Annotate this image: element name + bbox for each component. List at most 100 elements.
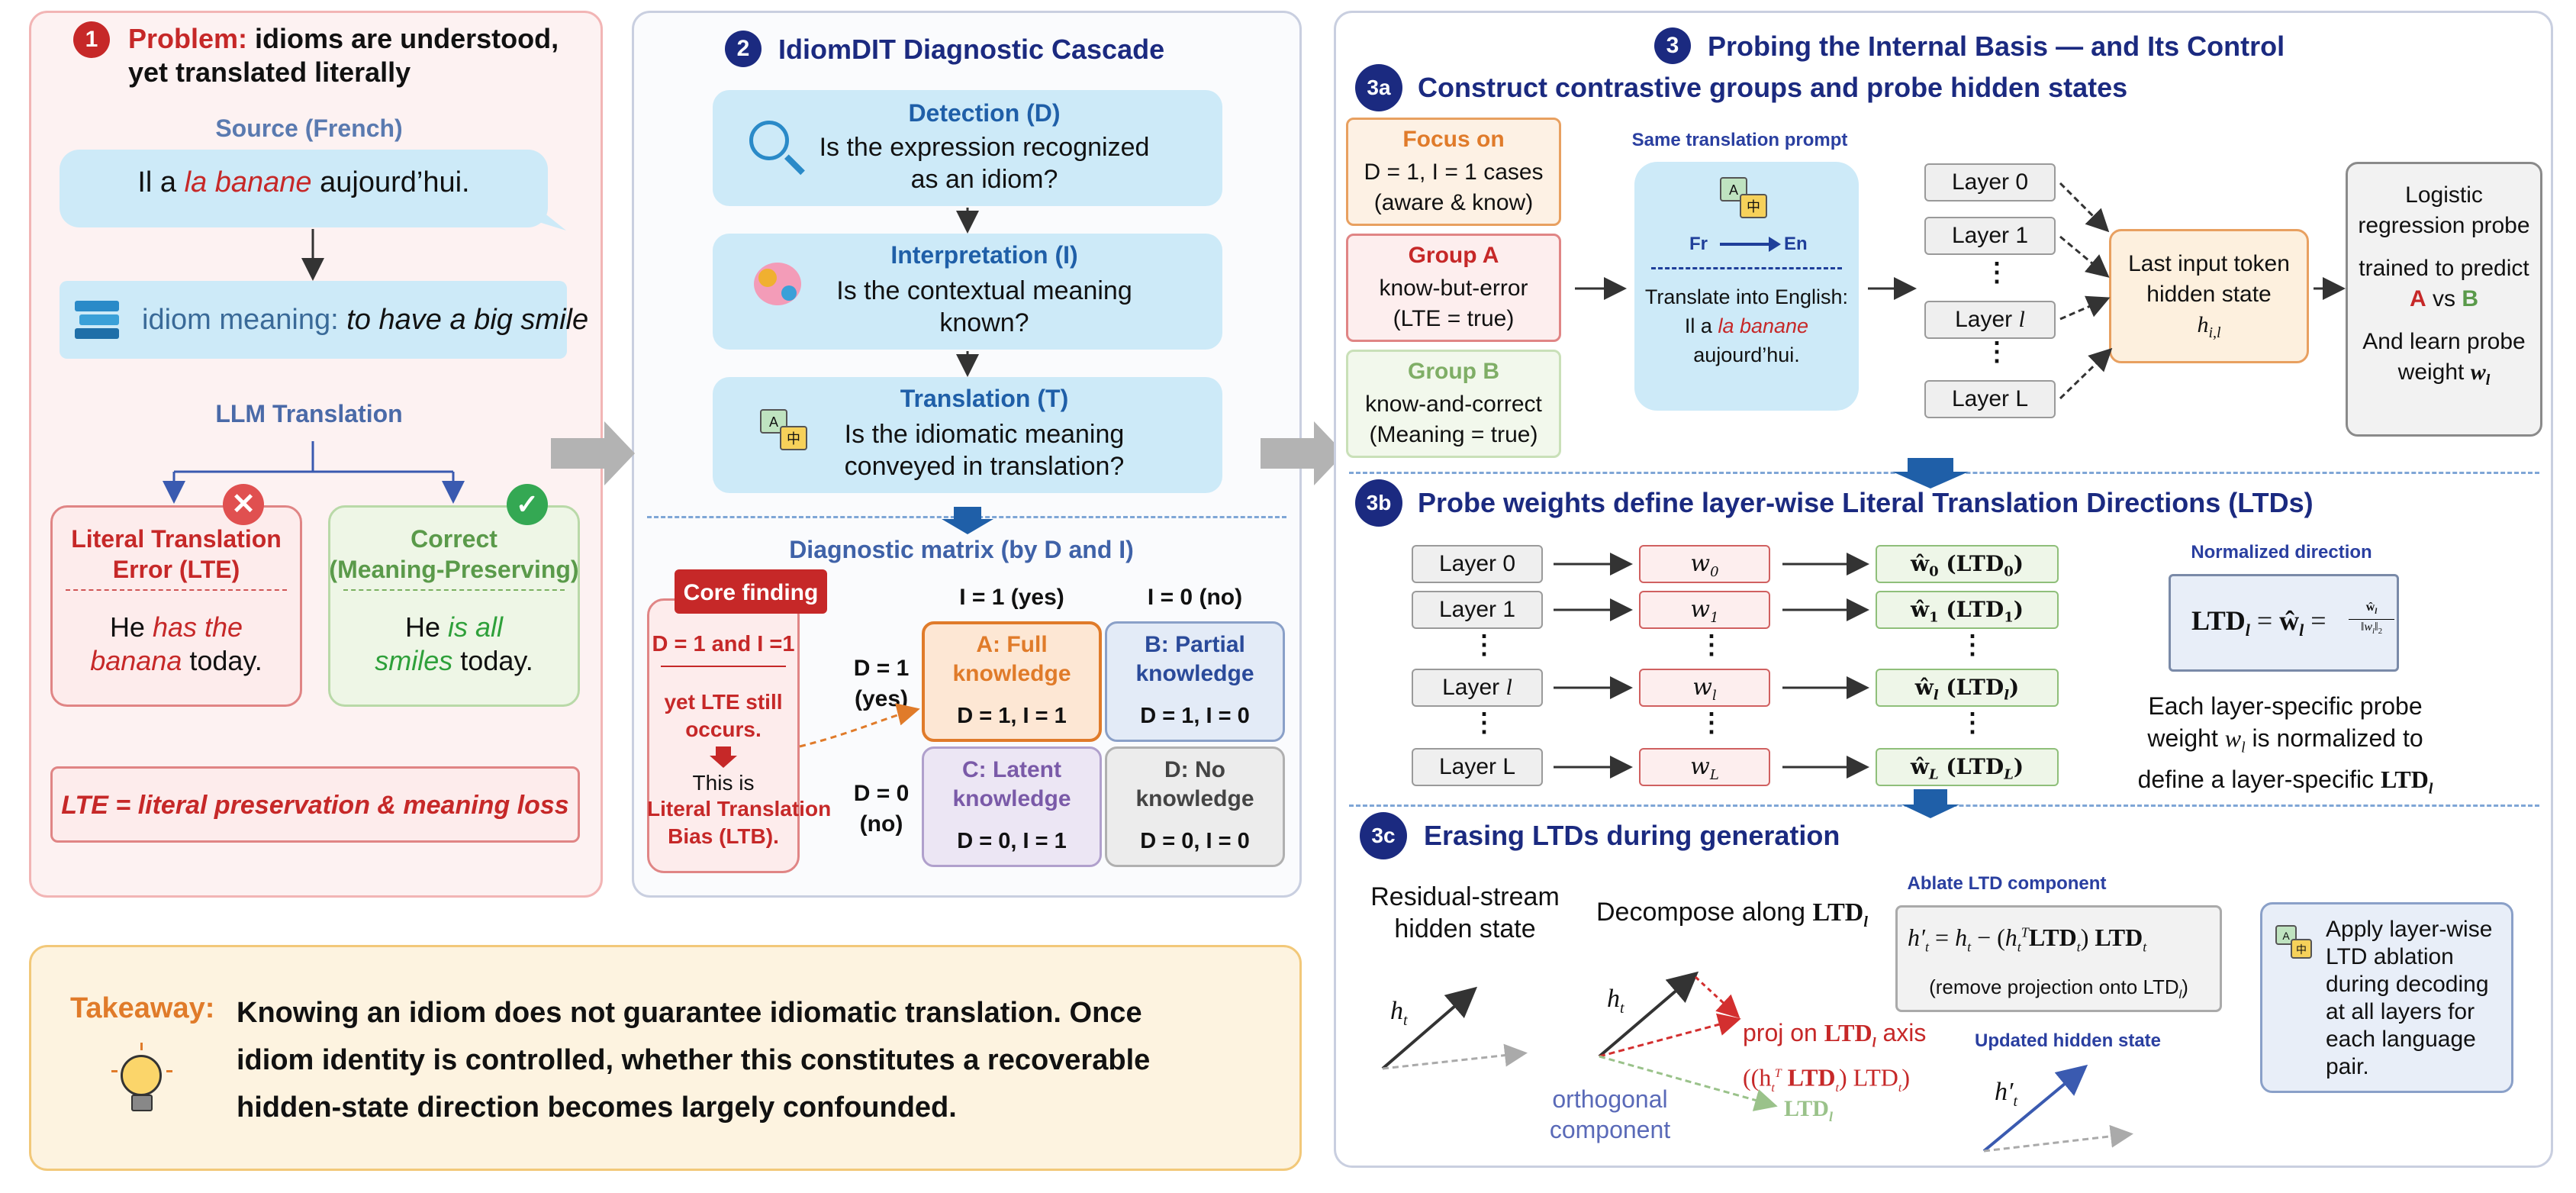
interpretation-title: Interpretation (I) bbox=[890, 241, 1078, 269]
layer0-to-token bbox=[2059, 182, 2110, 233]
section-3c-title: Erasing LTDs during generation bbox=[1424, 820, 1840, 851]
source-sentence: Il a la banane aujourd’hui. bbox=[137, 166, 470, 198]
cell-b bbox=[1105, 621, 1285, 742]
ablate-box bbox=[1895, 905, 2222, 1012]
cell-d-cond: D = 0, I = 0 bbox=[1140, 829, 1250, 853]
detection-title: Detection (D) bbox=[908, 99, 1061, 127]
layerL-to-token bbox=[2059, 347, 2113, 400]
lte-box bbox=[50, 505, 302, 707]
step-1-badge: 1 bbox=[73, 21, 110, 58]
apply-translate-icon: A 中 bbox=[2275, 925, 2318, 963]
down-arrow-icon bbox=[716, 746, 731, 757]
group-a-title: Group A bbox=[1408, 243, 1499, 268]
check-icon: ✓ bbox=[507, 484, 548, 525]
apply-box bbox=[2260, 902, 2513, 1093]
group-a-text: know-but-error(LTE = true) bbox=[1379, 276, 1528, 331]
weight-dots-2: ⋮ bbox=[1699, 708, 1724, 737]
decomp-ht-vector bbox=[1598, 971, 1699, 1058]
probe-box bbox=[2346, 162, 2542, 437]
layer1-to-token bbox=[2059, 235, 2110, 278]
decomp-ltd-axis bbox=[1599, 1055, 1778, 1111]
section-3a-badge: 3a bbox=[1355, 64, 1402, 111]
ltd-L: ŵL (LTDL) bbox=[1876, 748, 2059, 786]
ltd-axis-label: LTDl bbox=[1784, 1096, 1833, 1124]
probe-layer-l: Layer l bbox=[1924, 301, 2056, 339]
prompt-translate-icon: A 中 bbox=[1720, 177, 1773, 224]
updated-vector bbox=[1982, 1064, 2088, 1153]
lte-divider bbox=[66, 589, 287, 591]
matrix-down-arrow bbox=[942, 507, 993, 534]
normalized-desc: Each layer-specific probe weight wl is n… bbox=[2137, 692, 2433, 798]
lang-en: En bbox=[1784, 234, 1808, 254]
ltd-layer-dots-2: ⋮ bbox=[1471, 708, 1497, 737]
core-finding-rule bbox=[661, 666, 786, 667]
ltd-dots-2: ⋮ bbox=[1959, 708, 1985, 737]
group-a-box bbox=[1346, 234, 1561, 342]
ablate-formula: h′t = ht − (htTLTDt) LTDt bbox=[1908, 924, 2147, 955]
core-finding-box bbox=[647, 598, 800, 873]
row-d1: D = 1(yes) bbox=[853, 656, 910, 711]
matrix-title: Diagnostic matrix (by D and I) bbox=[789, 536, 1134, 563]
decomp-proj-vector bbox=[1599, 1013, 1741, 1058]
takeaway-panel bbox=[29, 945, 1302, 1171]
proj-label: proj on LTDl axis ((htT LTDt) LTDt) bbox=[1743, 1019, 1927, 1095]
weight-l: wl bbox=[1639, 669, 1770, 707]
flow-arrow-1 bbox=[551, 421, 635, 485]
group-b-title: Group B bbox=[1408, 359, 1499, 384]
weight-dots-1: ⋮ bbox=[1699, 630, 1724, 659]
section-down-arrow-1 bbox=[1908, 458, 1953, 473]
residual-axis-dashed bbox=[1382, 1043, 1528, 1070]
takeaway-text: Knowing an idiom does not guarantee idio… bbox=[237, 997, 1151, 1124]
lang-fr: Fr bbox=[1689, 234, 1708, 254]
bubble-tail bbox=[526, 206, 566, 231]
lang-arrowhead bbox=[1769, 237, 1781, 252]
ht-label-2: ht bbox=[1607, 985, 1624, 1017]
section-3b-badge: 3b bbox=[1355, 479, 1402, 527]
ltd-1: ŵ1 (LTD1) bbox=[1876, 591, 2059, 629]
section-down-arrowhead-2 bbox=[1901, 804, 1959, 818]
row-d0: D = 0(no) bbox=[853, 781, 910, 837]
ltd-layer-dots-1: ⋮ bbox=[1471, 630, 1497, 659]
residual-ht-vector bbox=[1381, 986, 1478, 1070]
down-arrowhead bbox=[710, 756, 737, 768]
weight-0: w0 bbox=[1639, 545, 1770, 583]
core-finding-label: Core finding bbox=[683, 580, 819, 605]
group-b-box bbox=[1346, 350, 1561, 458]
focus-box bbox=[1346, 118, 1561, 226]
probing-title: Probing the Internal Basis — and Its Con… bbox=[1708, 31, 2285, 62]
ablate-note: (remove projection onto LTDl) bbox=[1929, 975, 2188, 1002]
ht-prime-label: h′t bbox=[1995, 1078, 2017, 1110]
section-3c-badge: 3c bbox=[1360, 812, 1407, 859]
cell-d bbox=[1105, 746, 1285, 867]
takeaway-label: Takeaway: bbox=[70, 992, 215, 1024]
ltd-layer-0: Layer 0 bbox=[1412, 545, 1543, 583]
translate-icon: A 中 bbox=[760, 409, 813, 456]
correct-divider bbox=[343, 589, 565, 591]
decompose-label: Decompose along LTDl bbox=[1596, 898, 1868, 930]
source-label: Source (French) bbox=[215, 114, 403, 142]
ltd-dots-1: ⋮ bbox=[1959, 630, 1985, 659]
probe-layer-0: Layer 0 bbox=[1924, 163, 2056, 202]
book-icon bbox=[75, 298, 121, 340]
ltd-layer-l: Layer l bbox=[1412, 669, 1543, 707]
cell-a-cond: D = 1, I = 1 bbox=[957, 704, 1067, 728]
cell-c bbox=[922, 746, 1102, 867]
brain-icon bbox=[754, 263, 804, 310]
col-i1: I = 1 (yes) bbox=[959, 585, 1064, 610]
ablate-title: Ablate LTD component bbox=[1907, 873, 2107, 894]
probe-layer-L: Layer L bbox=[1924, 380, 2056, 418]
idiom-meaning-box bbox=[60, 281, 567, 359]
translation-title: Translation (T) bbox=[900, 385, 1069, 412]
